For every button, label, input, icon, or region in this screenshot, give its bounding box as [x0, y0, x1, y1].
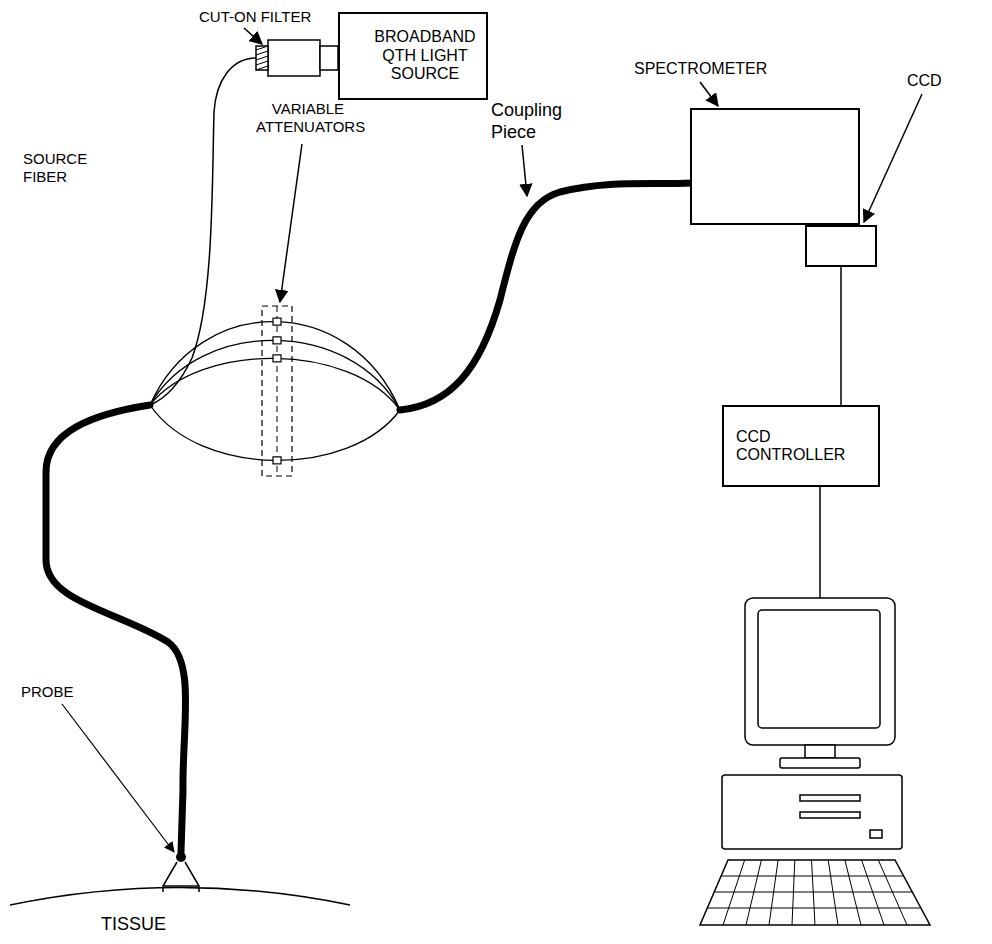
probe-holder — [163, 862, 199, 892]
computer — [700, 598, 930, 925]
part-label: SOURCE FIBER — [22, 150, 102, 186]
part-label: TISSUE — [100, 914, 192, 936]
part-label: VARIABLE ATTENUATORS — [255, 100, 361, 136]
part-label: CUT-ON FILTER — [198, 8, 330, 26]
connector-layer — [841, 267, 842, 405]
detector-box: CCD — [805, 225, 877, 267]
attenuator-blocks — [273, 318, 281, 464]
leader-line — [522, 145, 527, 196]
data-cable — [819, 487, 821, 598]
device-box: CCD CONTROLLER — [722, 405, 880, 487]
keyboard-keys — [707, 860, 921, 925]
leader-line — [700, 82, 718, 106]
coupling-piece — [400, 183, 692, 410]
probe-tip — [176, 852, 186, 862]
probe-bundle — [46, 405, 186, 852]
attenuator-bracket — [262, 306, 292, 476]
detection-fibers — [150, 322, 400, 461]
device-box: SPECTROMETER — [690, 108, 860, 225]
leader-line — [864, 94, 922, 222]
source-fiber — [150, 58, 256, 405]
box-label: CCD CONTROLLER — [736, 428, 836, 465]
tissue-surface — [10, 888, 350, 906]
device-box: BROADBAND QTH LIGHT SOURCE — [338, 12, 488, 100]
cut-on-filter — [256, 46, 268, 70]
callout-label: SPECTROMETER — [634, 60, 774, 78]
callout-label: CCD — [907, 72, 967, 90]
lamp-housing — [268, 40, 320, 76]
leader-line — [280, 144, 302, 302]
lamp-adapter — [320, 46, 338, 70]
signal-cable — [840, 267, 842, 405]
filter-hatch — [256, 46, 268, 70]
leader-line — [244, 28, 262, 44]
attenuator-divider — [277, 306, 278, 476]
box-label: BROADBAND QTH LIGHT SOURCE — [370, 28, 480, 83]
leader-line — [62, 704, 174, 852]
part-label: PROBE — [20, 683, 92, 701]
part-label: Coupling Piece — [490, 100, 566, 143]
